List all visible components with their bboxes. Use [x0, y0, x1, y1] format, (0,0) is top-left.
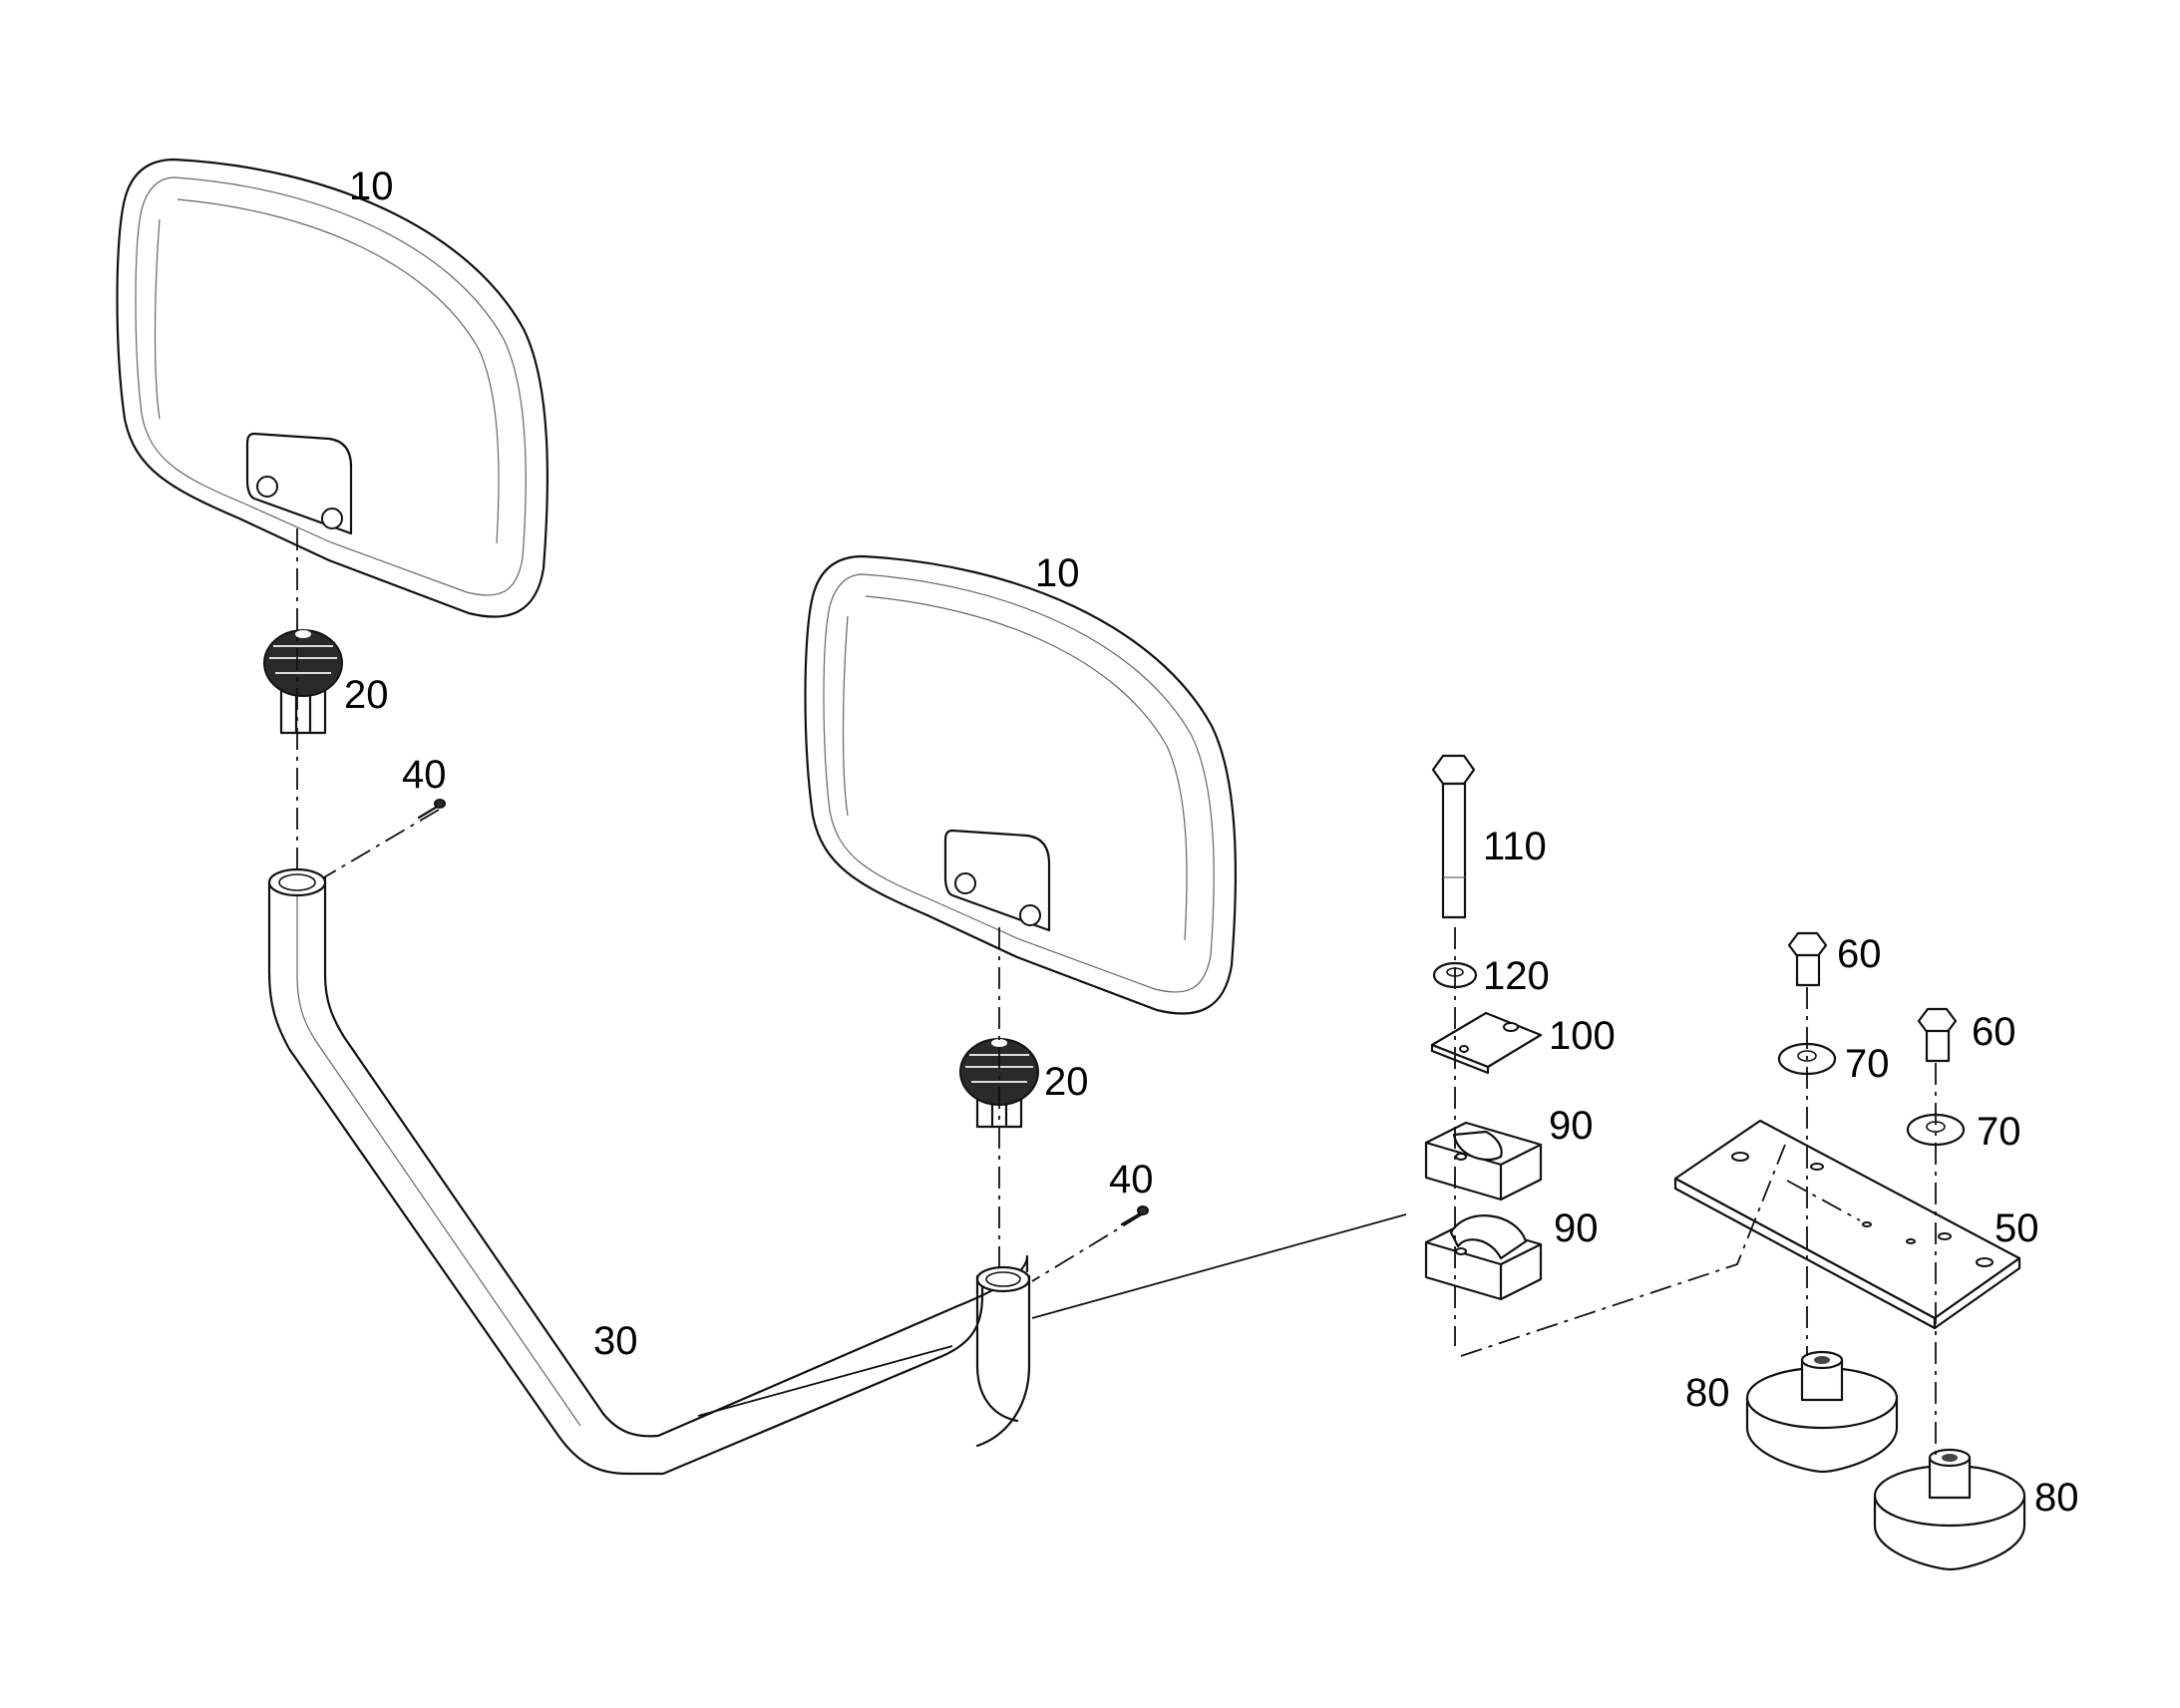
pad-right	[804, 554, 1238, 1015]
bolt-60-right	[1917, 1007, 1958, 1063]
label-10-right: 10	[1035, 551, 1080, 595]
label-90-lower: 90	[1554, 1206, 1599, 1250]
label-30: 30	[593, 1319, 638, 1363]
label-120: 120	[1483, 954, 1550, 998]
label-100: 100	[1549, 1014, 1616, 1058]
label-60-left: 60	[1837, 932, 1882, 976]
screw-left	[417, 799, 446, 820]
base-plate	[1673, 1119, 2021, 1330]
clamp-lower	[1424, 1214, 1543, 1301]
plate-100	[1430, 1011, 1543, 1075]
foot-right	[1873, 1448, 2026, 1571]
label-20-right: 20	[1044, 1060, 1089, 1104]
label-20-left: 20	[344, 673, 389, 717]
knob-left	[263, 629, 343, 735]
label-50: 50	[1995, 1206, 2039, 1250]
label-60-right: 60	[1972, 1010, 2016, 1054]
bolt-60-left	[1787, 931, 1828, 987]
label-40-right: 40	[1109, 1158, 1154, 1201]
label-70-right: 70	[1977, 1110, 2021, 1154]
clamp-upper	[1424, 1121, 1543, 1201]
screw-right	[1120, 1205, 1149, 1226]
leader-lines	[697, 1213, 1407, 1417]
label-40-left: 40	[402, 753, 447, 797]
foot-left	[1745, 1350, 1899, 1474]
label-80-right: 80	[2034, 1476, 2079, 1520]
label-110: 110	[1483, 825, 1547, 868]
label-90-upper: 90	[1549, 1104, 1594, 1148]
callouts: 10 10 20 20 30 40 40 50 60 60 70 70 80 8…	[344, 165, 2079, 1520]
pad-left	[116, 158, 549, 618]
label-10-left: 10	[349, 165, 394, 208]
label-80-left: 80	[1685, 1371, 1730, 1415]
tube-frame	[267, 867, 1031, 1476]
label-70-left: 70	[1845, 1042, 1890, 1086]
bolt	[1431, 754, 1476, 919]
center-lines	[296, 528, 1937, 1456]
